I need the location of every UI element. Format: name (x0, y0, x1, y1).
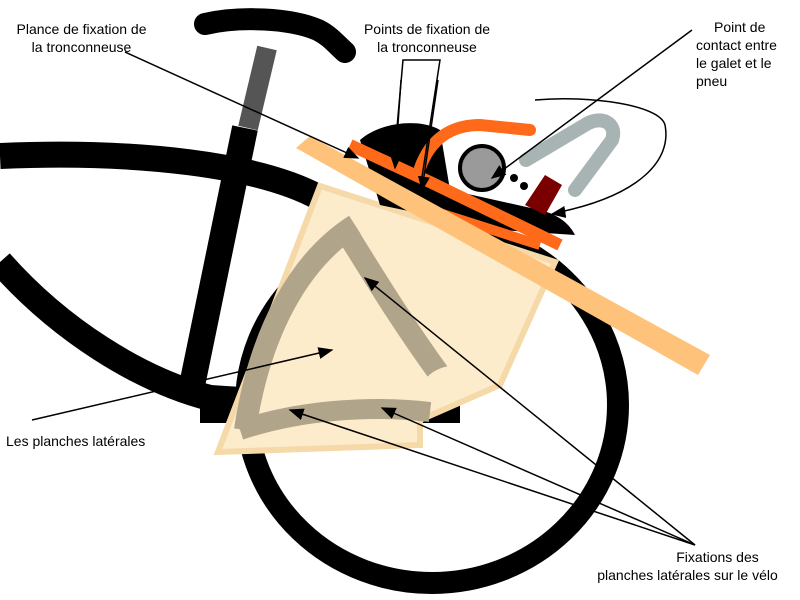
roller (458, 144, 506, 192)
side-plank-brace-diagonal (335, 224, 449, 382)
hub-cutout (418, 365, 473, 398)
arrow-side-fix-3 (380, 407, 696, 546)
label-fix-points-line2: la tronconneuse (377, 39, 477, 55)
arrow-plank-fix (124, 51, 360, 159)
arrow-side-fix-1 (363, 277, 696, 546)
frame-seat-tube (177, 125, 258, 398)
dark-red-block (525, 175, 562, 215)
arrow-side-fix-2 (288, 408, 696, 546)
side-plank-brace-arc (234, 215, 362, 432)
label-contact-line4: pneu (696, 73, 728, 89)
arrow-contact (490, 29, 693, 179)
label-side-planks-line1: Les planches latérales (6, 433, 146, 449)
label-fix-points: Points de fixation de la tronconneuse (352, 20, 502, 56)
tool-arm (519, 113, 621, 197)
chainsaw-orange-bar (347, 139, 563, 251)
label-side-fix-line2: planches latérales sur le vélo (597, 567, 778, 583)
label-side-planks: Les planches latérales (6, 432, 145, 450)
arrow-contact-2 (550, 206, 567, 218)
label-plank-fix-line2: la tronconneuse (31, 39, 132, 55)
label-contact-line3: le galet et le (696, 55, 772, 71)
roller-dot-1 (510, 174, 518, 182)
label-side-fix-line1: Fixations des (676, 549, 759, 565)
label-side-fix: Fixations des planches latérales sur le … (580, 548, 795, 584)
label-fix-points-line1: Points de fixation de (363, 21, 491, 37)
roller-dot-2 (520, 182, 528, 190)
arrow-side-planks (31, 347, 334, 421)
contact-callout-loop (534, 97, 667, 213)
seatpost (238, 45, 277, 131)
arrow-fix-points-2 (418, 79, 439, 192)
arrow-fix-points-1 (389, 79, 402, 170)
label-plank-fix-line1: Plance de fixation de (16, 21, 147, 37)
label-plank-fix: Plance de fixation de la tronconneuse (4, 20, 159, 56)
chainsaw-handle (414, 118, 536, 174)
label-contact: Point de contact entre le galet et le pn… (696, 18, 796, 90)
label-contact-line1: Point de (714, 19, 766, 35)
saddle (194, 8, 356, 63)
label-contact-line2: contact entre (696, 37, 777, 53)
side-plank-brace-bottom (236, 399, 432, 440)
top-mounting-plank (296, 136, 710, 375)
